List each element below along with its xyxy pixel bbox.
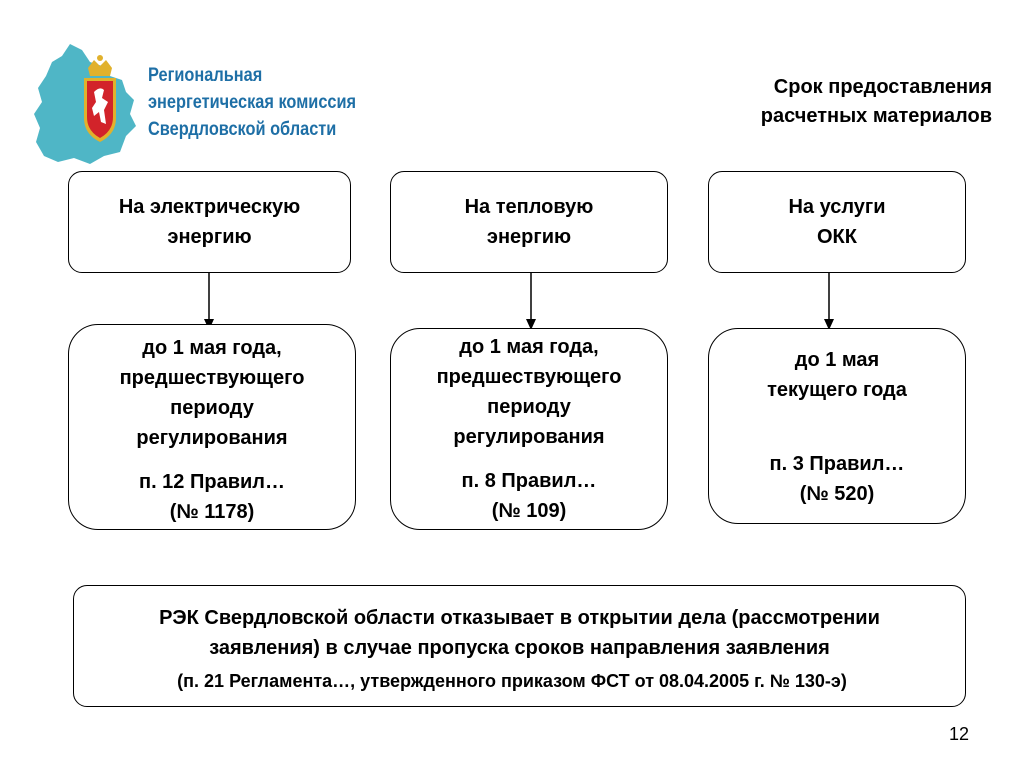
deadline-box-heat: до 1 мая года, предшествующего периоду р…: [390, 328, 668, 530]
category-line: На электрическую: [118, 196, 301, 218]
deadline-box-electric: до 1 мая года, предшествующего периоду р…: [68, 324, 356, 530]
category-line: энергию: [167, 226, 252, 248]
category-line: На тепловую: [464, 196, 594, 218]
category-line: ОКК: [817, 226, 857, 248]
deadline-line: текущего года: [767, 379, 907, 401]
reference-line: п. 12 Правил…: [138, 471, 285, 493]
page-title: Срок предоставления расчетных материалов: [652, 73, 992, 131]
slide-number: 12: [948, 724, 969, 744]
deadline-line: предшествующего: [119, 367, 305, 389]
reference-line: п. 8 Правил…: [461, 470, 597, 492]
category-line: энергию: [486, 226, 572, 248]
arrow-down-icon: [526, 273, 536, 330]
category-box-okk: На услуги ОКК: [708, 171, 966, 273]
category-box-electric: На электрическую энергию: [68, 171, 351, 273]
reference-line: (№ 520): [799, 483, 875, 505]
organization-name: Региональная энергетическая комиссия Све…: [148, 62, 356, 143]
page-title-line: расчетных материалов: [760, 105, 992, 127]
deadline-line: до 1 мая: [794, 349, 880, 371]
reference-line: (№ 1178): [169, 501, 255, 523]
organization-name-line: Свердловской области: [148, 119, 337, 140]
organization-name-line: энергетическая комиссия: [148, 92, 357, 113]
page-title-line: Срок предоставления: [773, 76, 992, 98]
arrow-down-icon: [204, 273, 214, 330]
refusal-note-box: РЭК Свердловской области отказывает в от…: [73, 585, 966, 707]
deadline-line: до 1 мая года,: [142, 337, 282, 359]
deadline-line: предшествующего: [436, 366, 622, 388]
reference-line: п. 3 Правил…: [769, 453, 905, 475]
regulation-reference: (п. 21 Регламента…, утвержденного приказ…: [177, 671, 847, 691]
region-map-logo-icon: [34, 44, 136, 164]
refusal-note-line: РЭК Свердловской области отказывает в от…: [159, 607, 880, 629]
refusal-note-line: заявления) в случае пропуска сроков напр…: [209, 637, 830, 659]
deadline-line: периоду: [487, 396, 571, 418]
refusal-note: РЭК Свердловской области отказывает в от…: [74, 603, 965, 663]
category-box-heat: На тепловую энергию: [390, 171, 668, 273]
arrow-down-icon: [824, 273, 834, 330]
organization-name-line: Региональная: [148, 65, 263, 86]
deadline-line: регулирования: [453, 426, 605, 448]
category-line: На услуги: [788, 196, 886, 218]
deadline-line: периоду: [170, 397, 254, 419]
deadline-box-okk: до 1 мая текущего года п. 3 Правил… (№ 5…: [708, 328, 966, 524]
reference-line: (№ 109): [491, 500, 567, 522]
coat-of-arms-icon: [84, 55, 116, 142]
deadline-line: до 1 мая года,: [459, 336, 599, 358]
deadline-line: регулирования: [136, 427, 288, 449]
